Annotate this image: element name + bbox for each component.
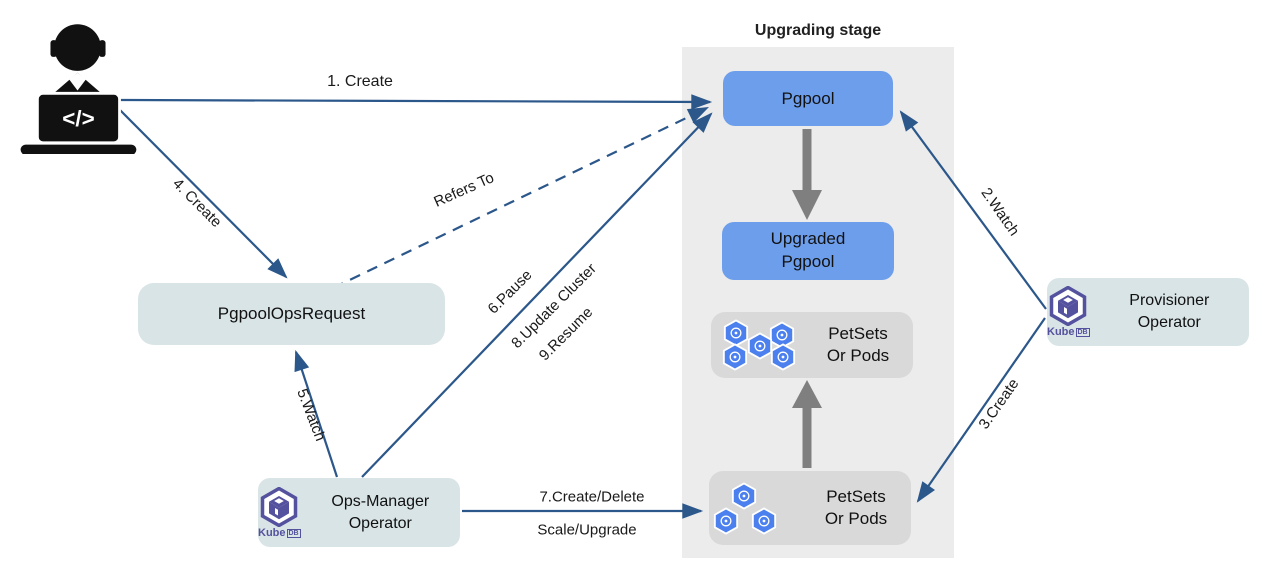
petsets-lower-node: PetSets Or Pods xyxy=(709,471,911,545)
edge-5-watch-line xyxy=(294,349,339,478)
pgpool-upgrade-arrow-head xyxy=(792,190,822,220)
edge-4-create-line xyxy=(118,108,288,279)
developer-icon: </> xyxy=(8,14,148,159)
kubedb-wordmark: Kube DB xyxy=(1047,326,1090,338)
pgpool-ops-request-label: PgpoolOpsRequest xyxy=(217,304,366,323)
pod-hexagon-icon xyxy=(722,343,748,376)
kubedb-wordmark: Kube DB xyxy=(258,526,301,539)
upgraded-pgpool-label: Upgraded Pgpool xyxy=(770,229,846,271)
pod-hexagon-icon xyxy=(770,343,796,376)
upgraded-pgpool-node: Upgraded Pgpool xyxy=(722,222,894,280)
provisioner-operator-label: Provisioner Operator xyxy=(1129,292,1210,331)
edge-7-scale-upgrade-label: Scale/Upgrade xyxy=(537,521,637,539)
laptop xyxy=(36,91,121,145)
developer-at-laptop-icon: </> xyxy=(20,24,137,155)
edge-refers-to-dashed-line xyxy=(332,107,709,289)
pod-hexagon-icon xyxy=(751,507,777,540)
edge-7-create-delete-label: 7.Create/Delete xyxy=(539,488,645,506)
pgpool-node: Pgpool xyxy=(723,71,893,126)
edge-3-create-line xyxy=(916,317,1046,503)
pod-hexagon-icon xyxy=(747,332,773,365)
edge-1-create-label: 1. Create xyxy=(327,73,393,90)
gray-transition-arrows xyxy=(792,129,822,468)
code-icon: </> xyxy=(62,106,94,131)
kubedb-logo-icon: Kube DB xyxy=(1047,286,1090,338)
pod-cluster xyxy=(711,312,803,378)
pgpool-label: Pgpool xyxy=(781,88,835,108)
edge-1-create-line xyxy=(117,94,713,110)
petsets-upgrade-arrow-head xyxy=(792,380,822,408)
ops-manager-operator-label: Ops-Manager Operator xyxy=(331,492,430,532)
pod-hexagon-icon xyxy=(731,482,757,515)
petsets-upper-node: PetSets Or Pods xyxy=(711,312,913,378)
pod-cluster xyxy=(709,471,801,545)
petsets-lower-label: PetSets Or Pods xyxy=(824,486,888,528)
ops-manager-operator-node: Kube DB Ops-Manager Operator xyxy=(258,478,460,547)
desk-bar xyxy=(20,144,137,155)
developer-head xyxy=(54,24,101,71)
pod-hexagon-icon xyxy=(713,507,739,540)
edge-2-watch-line xyxy=(899,110,1047,310)
petsets-upper-label: PetSets Or Pods xyxy=(826,323,890,365)
stage-title: Upgrading stage xyxy=(754,22,882,39)
provisioner-operator-node: Kube DB Provisioner Operator xyxy=(1047,278,1249,346)
edge-6-8-9-line xyxy=(361,112,713,478)
pgpool-ops-request-node: PgpoolOpsRequest xyxy=(138,283,445,345)
kubedb-logo-icon: Kube DB xyxy=(258,486,301,539)
